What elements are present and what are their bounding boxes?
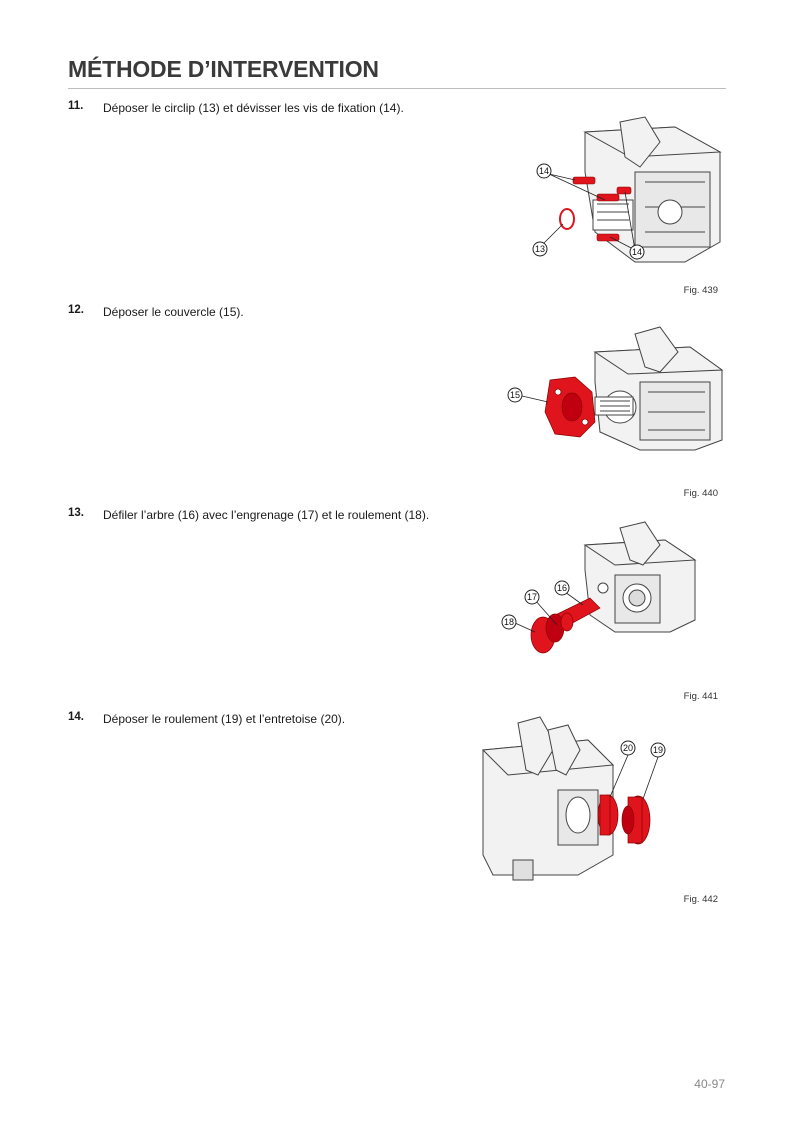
- callout-14-top: 14: [536, 163, 552, 179]
- svg-text:14: 14: [632, 247, 642, 257]
- callout-18: 18: [501, 614, 517, 630]
- callout-13: 13: [532, 241, 548, 257]
- figure-440-illustration: 15: [507, 326, 724, 451]
- step-text: Déposer le circlip (13) et dévisser les …: [103, 101, 404, 115]
- step-number: 12.: [68, 304, 84, 316]
- svg-text:13: 13: [535, 244, 545, 254]
- callout-15: 15: [507, 387, 523, 403]
- figure-441-illustration: 16 17 18: [501, 521, 697, 654]
- figure-caption: Fig. 441: [683, 691, 718, 702]
- svg-text:16: 16: [557, 583, 567, 593]
- svg-text:17: 17: [527, 592, 537, 602]
- svg-text:18: 18: [504, 617, 514, 627]
- callout-16: 16: [554, 580, 570, 596]
- svg-text:20: 20: [623, 743, 633, 753]
- callout-17: 17: [524, 589, 540, 605]
- title-divider: [68, 88, 726, 89]
- step-number: 14.: [68, 711, 84, 723]
- page-title: MÉTHODE D’INTERVENTION: [68, 56, 379, 82]
- figure-caption: Fig. 439: [683, 285, 718, 296]
- step-number: 13.: [68, 507, 84, 519]
- page-number: 40-97: [694, 1077, 725, 1091]
- step-text: Défiler l’arbre (16) avec l’engrenage (1…: [103, 508, 430, 522]
- callout-19: 19: [650, 742, 666, 758]
- svg-text:14: 14: [539, 166, 549, 176]
- step-number: 11.: [68, 100, 84, 112]
- step-text: Déposer le roulement (19) et l’entretois…: [103, 712, 346, 726]
- svg-text:19: 19: [653, 745, 663, 755]
- figure-442-illustration: 20 19: [481, 716, 666, 881]
- svg-text:15: 15: [510, 390, 520, 400]
- callout-20: 20: [620, 740, 636, 756]
- callout-14-bottom: 14: [629, 244, 645, 260]
- figure-caption: Fig. 442: [683, 894, 718, 905]
- figure-439-illustration: 14 13 14: [532, 116, 722, 263]
- figure-caption: Fig. 440: [683, 488, 718, 499]
- step-text: Déposer le couvercle (15).: [103, 305, 244, 319]
